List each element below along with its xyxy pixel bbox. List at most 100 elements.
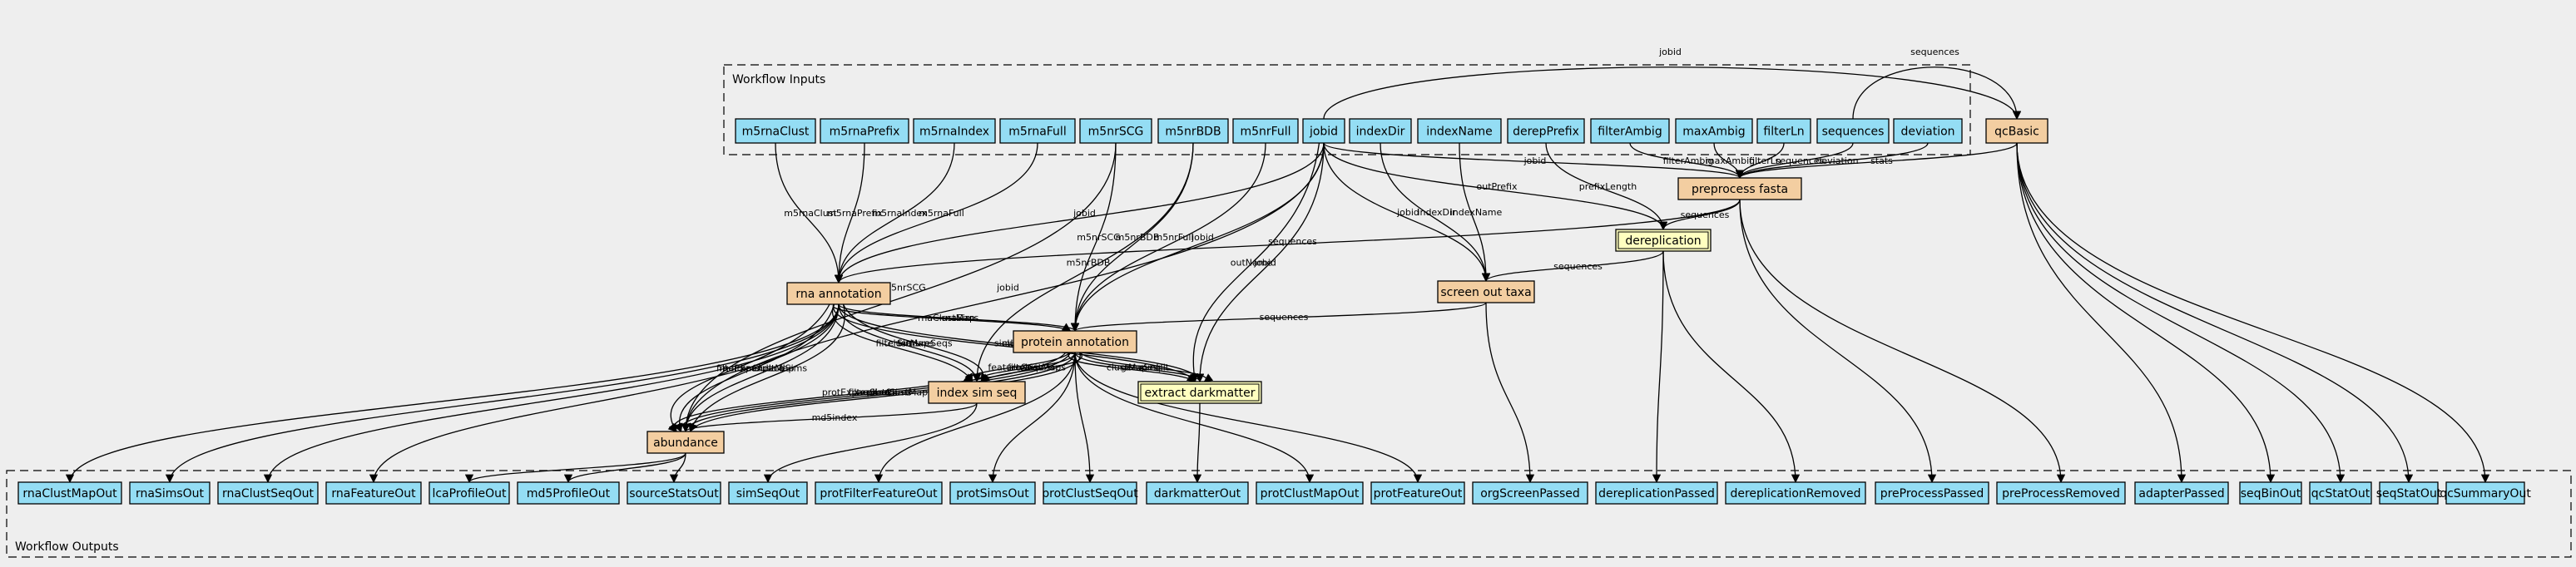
- clusters: Workflow Inputs Workflow Outputs: [6, 64, 2572, 558]
- input-node-m5rnafull[interactable]: m5rnaFull: [999, 118, 1076, 144]
- input-node-deviation[interactable]: deviation: [1893, 118, 1963, 144]
- input-node-indexdir[interactable]: indexDir: [1349, 118, 1412, 144]
- outputs-cluster-label: Workflow Outputs: [15, 540, 119, 554]
- step-node-qcbasic[interactable]: qcBasic: [1985, 118, 2048, 144]
- output-label: dereplicationRemoved: [1730, 487, 1860, 500]
- edge-extract-darkmatter-to-darkmatterout: [1192, 402, 1202, 484]
- edge-rna-annotation-to-abundance-filtersims: [668, 303, 830, 432]
- edge-label: clustMap: [1107, 362, 1147, 373]
- output-node-protsimsout[interactable]: protSimsOut: [949, 481, 1036, 505]
- input-label: m5rnaIndex: [919, 126, 989, 139]
- edge-protein-annotation-to-protfeatureout: [1074, 352, 1423, 484]
- input-node-maxambig[interactable]: maxAmbig: [1675, 118, 1753, 144]
- edge-label: protClustMap: [867, 387, 928, 398]
- edge-jobid-to-dereplication-outprefix: [1323, 142, 1668, 231]
- edge-label: protExpandLca: [822, 387, 890, 398]
- step-node-index-sim-seq[interactable]: index sim seq: [928, 381, 1026, 404]
- input-node-m5nrbdb[interactable]: m5nrBDB: [1157, 118, 1229, 144]
- output-node-protclustmapout[interactable]: protClustMapOut: [1256, 481, 1364, 505]
- output-node-rnaclustseqout[interactable]: rnaClustSeqOut: [217, 481, 319, 505]
- input-node-m5nrscg[interactable]: m5nrSCG: [1079, 118, 1152, 144]
- output-node-md5profileout[interactable]: md5ProfileOut: [517, 481, 620, 505]
- step-node-protein-annotation[interactable]: protein annotation: [1013, 330, 1137, 353]
- edge-label: md5index: [812, 412, 858, 423]
- edge-protein-annotation-to-extract-darkmatter-simhit: [1079, 352, 1214, 382]
- output-label: protClustSeqOut: [1042, 487, 1138, 500]
- input-label: indexDir: [1356, 126, 1405, 139]
- output-node-qcstatout[interactable]: qcStatOut: [2309, 481, 2372, 505]
- input-node-derepprefix[interactable]: derepPrefix: [1507, 118, 1585, 144]
- input-node-filterln[interactable]: filterLn: [1756, 118, 1811, 144]
- input-label: m5rnaFull: [1008, 126, 1066, 139]
- input-label: derepPrefix: [1513, 126, 1579, 139]
- edge-label: m5rnaIndex: [872, 208, 928, 219]
- step-node-abundance[interactable]: abundance: [646, 431, 725, 454]
- edge-m5nrscg-to-protein-annotation-m5nrscg: [1070, 142, 1117, 333]
- input-label: sequences: [1822, 126, 1885, 139]
- output-node-seqstatout[interactable]: seqStatOut: [2376, 481, 2442, 505]
- edge-label: jobid: [1253, 258, 1276, 269]
- output-node-darkmatterout[interactable]: darkmatterOut: [1146, 481, 1249, 505]
- output-node-lcaprofileout[interactable]: lcaProfileOut: [429, 481, 510, 505]
- output-label: protFilterFeatureOut: [820, 487, 938, 500]
- edge-label: sequences: [1268, 236, 1317, 247]
- edge-deviation-to-preprocess-fasta-deviation: [1735, 142, 1929, 180]
- output-node-rnasimsout[interactable]: rnaSimsOut: [129, 481, 211, 505]
- edge-label: m5nrSCG: [1077, 232, 1120, 243]
- edge-protein-annotation-to-protsimsout: [988, 352, 1076, 484]
- step-node-preprocess-fasta[interactable]: preprocess fasta: [1677, 177, 1802, 200]
- output-node-dereplicationremoved[interactable]: dereplicationRemoved: [1725, 481, 1866, 505]
- edge-protein-annotation-to-protclustseqout: [1074, 352, 1095, 484]
- edge-qcbasic-to-seqbinout: [2016, 142, 2276, 484]
- input-node-m5rnaclust[interactable]: m5rnaClust: [735, 118, 816, 144]
- edge-label: m5nrBDB: [1067, 258, 1111, 269]
- input-node-m5rnaindex[interactable]: m5rnaIndex: [913, 118, 996, 144]
- output-label: sourceStatsOut: [629, 487, 719, 500]
- output-node-qcsummaryout[interactable]: qcSummaryOut: [2440, 481, 2531, 505]
- output-node-preprocessremoved[interactable]: preProcessRemoved: [1996, 481, 2126, 505]
- output-node-adapterpassed[interactable]: adapterPassed: [2134, 481, 2229, 505]
- output-node-dereplicationpassed[interactable]: dereplicationPassed: [1595, 481, 1718, 505]
- output-node-simseqout[interactable]: simSeqOut: [728, 481, 808, 505]
- step-node-extract-darkmatter[interactable]: extract darkmatter: [1137, 381, 1262, 404]
- output-node-protfeatureout[interactable]: protFeatureOut: [1370, 481, 1465, 505]
- input-node-jobid[interactable]: jobid: [1302, 118, 1345, 144]
- edge-protein-annotation-to-abundance-protexpandlca: [667, 352, 1067, 432]
- output-node-seqbinout[interactable]: seqBinOut: [2239, 481, 2302, 505]
- input-node-m5rnaprefix[interactable]: m5rnaPrefix: [820, 118, 909, 144]
- output-node-sourcestatsout[interactable]: sourceStatsOut: [627, 481, 721, 505]
- step-label: index sim seq: [937, 387, 1018, 400]
- edge-protein-annotation-to-extract-darkmatter-clustmap: [1068, 352, 1196, 382]
- edge-index-sim-seq-to-abundance-md5index: [681, 402, 978, 433]
- output-node-preprocesspassed[interactable]: preProcessPassed: [1875, 481, 1989, 505]
- step-node-dereplication[interactable]: dereplication: [1615, 229, 1712, 252]
- edge-rna-annotation-to-rnaclustseqout: [263, 303, 840, 484]
- edge-label: m5nrBDB: [1116, 232, 1160, 243]
- edge-label: filterLn: [1749, 155, 1781, 166]
- edge-label: m5rnaClust: [784, 208, 837, 219]
- input-label: indexName: [1426, 126, 1493, 139]
- output-node-protclustseqout[interactable]: protClustSeqOut: [1042, 481, 1138, 505]
- edge-label: rnaClustMap: [918, 313, 975, 323]
- edge-protein-annotation-to-protfilterfeatureout: [874, 352, 1076, 484]
- output-node-protfilterfeatureout[interactable]: protFilterFeatureOut: [815, 481, 943, 505]
- edge-index-sim-seq-to-simseqout: [763, 402, 978, 484]
- input-node-m5nrfull[interactable]: m5nrFull: [1232, 118, 1299, 144]
- edge-filterambig-to-preprocess-fasta-filterambig: [1629, 142, 1745, 180]
- output-node-rnaclustmapout[interactable]: rnaClustMapOut: [17, 481, 122, 505]
- edge-label: filterSims: [716, 363, 760, 374]
- input-node-indexname[interactable]: indexName: [1417, 118, 1502, 144]
- step-label: screen out taxa: [1440, 286, 1531, 299]
- step-node-rna-annotation[interactable]: rna annotation: [786, 282, 891, 305]
- step-label: abundance: [653, 436, 718, 450]
- input-node-sequences[interactable]: sequences: [1816, 118, 1890, 144]
- edge-screen-out-taxa-to-orgscreenpassed: [1485, 302, 1535, 484]
- edge-protein-annotation-to-abundance-expandsims: [681, 352, 1076, 433]
- output-node-orgscreenpassed[interactable]: orgScreenPassed: [1472, 481, 1588, 505]
- output-label: seqBinOut: [2241, 487, 2301, 500]
- output-node-rnafeatureout[interactable]: rnaFeatureOut: [325, 481, 422, 505]
- step-node-screen-out-taxa[interactable]: screen out taxa: [1437, 280, 1535, 303]
- edge-preprocess-fasta-to-rna-annotation-sequences: [835, 199, 1741, 284]
- input-node-filterambig[interactable]: filterAmbig: [1590, 118, 1670, 144]
